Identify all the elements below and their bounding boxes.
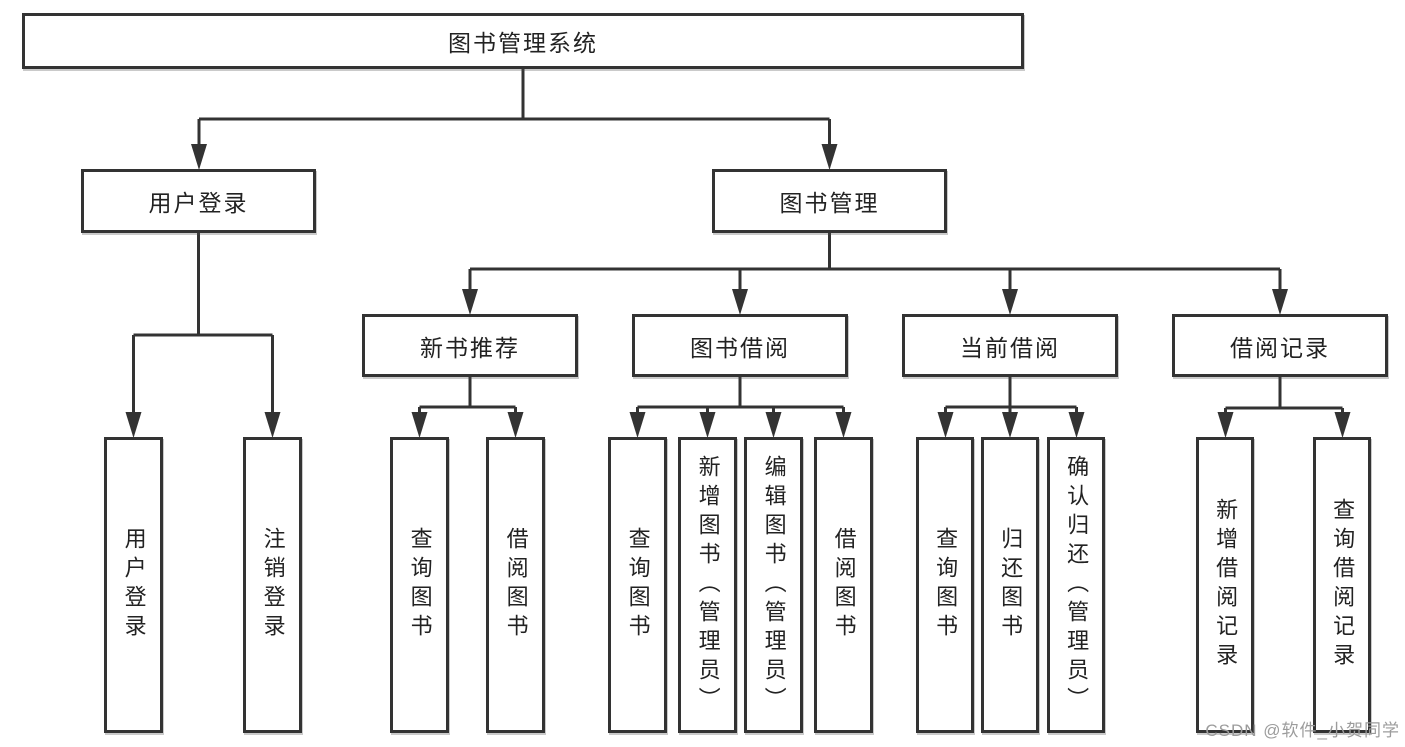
node-add-book-admin-label: 新增图书（管理员）: [695, 454, 721, 716]
node-borrow-books-recommend-label: 借阅图书: [503, 527, 529, 643]
node-book-management-label: 图书管理: [779, 190, 880, 216]
node-add-book-admin: 新增图书（管理员）: [678, 437, 737, 733]
node-book-management: 图书管理: [712, 169, 947, 233]
node-user-login-label: 用户登录: [121, 527, 147, 643]
node-edit-book-admin-label: 编辑图书（管理员）: [761, 454, 787, 716]
node-add-borrow-record: 新增借阅记录: [1196, 437, 1254, 733]
node-new-book-recommend: 新书推荐: [362, 314, 578, 377]
node-user-login: 用户登录: [104, 437, 163, 733]
arrowheads: [125, 144, 1351, 438]
node-return-books: 归还图书: [981, 437, 1039, 733]
node-edit-book-admin: 编辑图书（管理员）: [744, 437, 803, 733]
node-book-borrowing-label: 图书借阅: [690, 334, 790, 361]
node-query-books-current-label: 查询图书: [933, 527, 959, 643]
node-query-borrow-record: 查询借阅记录: [1313, 437, 1371, 733]
node-confirm-return-admin: 确认归还（管理员）: [1047, 437, 1105, 733]
node-logout: 注销登录: [243, 437, 302, 733]
node-new-book-recommend-label: 新书推荐: [420, 334, 520, 361]
node-borrow-books-borrowing: 借阅图书: [814, 437, 873, 733]
node-current-borrowing-label: 当前借阅: [960, 334, 1060, 361]
node-logout-label: 注销登录: [260, 527, 286, 643]
node-add-borrow-record-label: 新增借阅记录: [1213, 498, 1239, 672]
node-book-borrowing: 图书借阅: [632, 314, 848, 377]
node-borrow-books-recommend: 借阅图书: [486, 437, 545, 733]
node-query-books-recommend: 查询图书: [390, 437, 449, 733]
node-borrow-records: 借阅记录: [1172, 314, 1388, 377]
node-query-books-borrowing-label: 查询图书: [625, 527, 651, 643]
node-user-login-group: 用户登录: [81, 169, 316, 233]
node-query-books-borrowing: 查询图书: [608, 437, 667, 733]
node-return-books-label: 归还图书: [998, 527, 1024, 643]
node-confirm-return-admin-label: 确认归还（管理员）: [1064, 454, 1090, 716]
node-user-login-group-label: 用户登录: [148, 190, 249, 216]
node-query-books-current: 查询图书: [916, 437, 974, 733]
csdn-watermark: CSDN @软件_小贺同学: [1205, 721, 1400, 740]
node-borrow-records-label: 借阅记录: [1230, 334, 1330, 361]
node-library-system-label: 图书管理系统: [448, 30, 598, 56]
node-borrow-books-borrowing-label: 借阅图书: [831, 527, 857, 643]
node-library-system: 图书管理系统: [22, 13, 1024, 69]
node-current-borrowing: 当前借阅: [902, 314, 1118, 377]
node-query-borrow-record-label: 查询借阅记录: [1330, 498, 1356, 672]
node-query-books-recommend-label: 查询图书: [407, 527, 433, 643]
